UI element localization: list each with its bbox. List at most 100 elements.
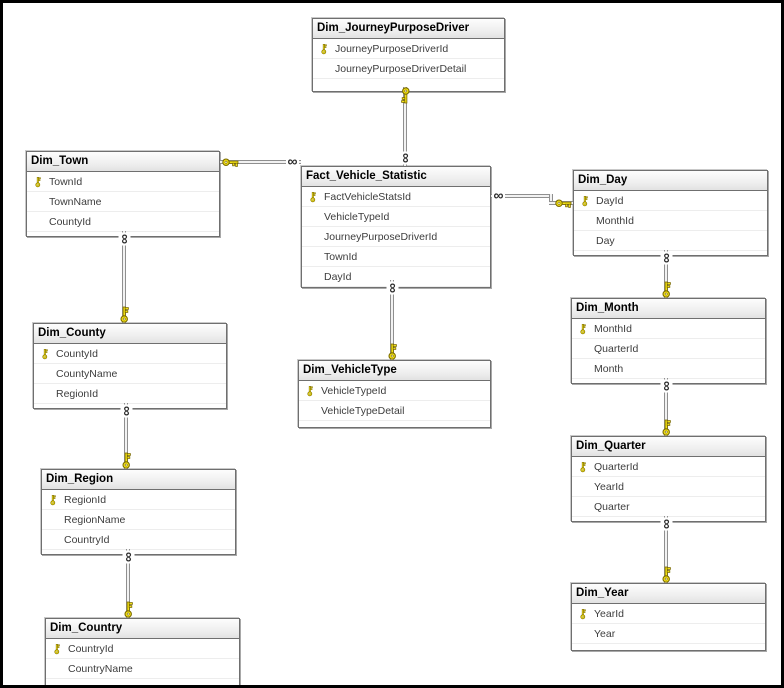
column-row[interactable]: MonthId <box>572 319 765 339</box>
many-end-infinity-icon: ∞ <box>117 232 134 246</box>
column-row[interactable]: MonthId <box>574 211 767 231</box>
column-row[interactable]: Day <box>574 231 767 251</box>
primary-key-icon <box>46 639 68 658</box>
one-end-key-icon <box>662 419 671 436</box>
column-name: DayId <box>324 270 352 283</box>
relationship-line-fact-day[interactable] <box>491 194 553 198</box>
column-row[interactable]: CountryName <box>46 659 239 679</box>
column-name: CountryId <box>64 533 110 546</box>
table-dim-quarter[interactable]: Dim_Quarter QuarterId YearId Quarter <box>571 436 766 522</box>
table-blank-area <box>572 644 765 650</box>
relationship-line-fact-vehicletype[interactable] <box>390 280 394 360</box>
one-end-key-icon <box>662 281 671 298</box>
relationship-line-quarter-year[interactable] <box>664 516 668 583</box>
column-row[interactable]: JourneyPurposeDriverDetail <box>313 59 504 79</box>
column-row[interactable]: Quarter <box>572 497 765 517</box>
column-row[interactable]: TownName <box>27 192 219 212</box>
column-name: CountyId <box>49 215 92 228</box>
one-end-key-icon <box>122 452 131 469</box>
table-header[interactable]: Dim_Day <box>574 171 767 191</box>
column-name: CountryName <box>68 662 133 675</box>
table-dim-town[interactable]: Dim_Town TownId TownName CountyId <box>26 151 220 237</box>
column-row[interactable]: DayId <box>574 191 767 211</box>
table-header[interactable]: Dim_Region <box>42 470 235 490</box>
column-row[interactable]: FactVehicleStatsId <box>302 187 490 207</box>
primary-key-icon <box>572 604 594 623</box>
column-row[interactable]: CountyId <box>34 344 226 364</box>
column-row[interactable]: Year <box>572 624 765 644</box>
column-row[interactable]: RegionId <box>42 490 235 510</box>
column-name: JourneyPurposeDriverId <box>324 230 438 243</box>
column-name: QuarterId <box>594 460 639 473</box>
many-end-infinity-icon: ∞ <box>398 151 415 165</box>
column-row[interactable]: CountryId <box>46 639 239 659</box>
column-row[interactable]: RegionName <box>42 510 235 530</box>
table-header[interactable]: Dim_Year <box>572 584 765 604</box>
table-dim-country[interactable]: Dim_Country CountryId CountryName <box>45 618 240 685</box>
primary-key-icon <box>574 191 596 210</box>
column-row[interactable]: JourneyPurposeDriverId <box>313 39 504 59</box>
column-name: TownId <box>49 175 83 188</box>
one-end-key-icon <box>555 199 572 208</box>
table-header[interactable]: Dim_JourneyPurposeDriver <box>313 19 504 39</box>
primary-key-icon <box>27 172 49 191</box>
column-name: JourneyPurposeDriverId <box>335 42 449 55</box>
many-end-infinity-icon: ∞ <box>121 550 138 564</box>
table-dim-month[interactable]: Dim_Month MonthId QuarterId Month <box>571 298 766 384</box>
column-row[interactable]: CountryId <box>42 530 235 550</box>
relationship-line-day-month[interactable] <box>664 250 668 298</box>
table-dim-vehicletype[interactable]: Dim_VehicleType VehicleTypeId VehicleTyp… <box>298 360 491 428</box>
one-end-key-icon <box>388 343 397 360</box>
relationship-line-county-region[interactable] <box>124 403 128 469</box>
table-dim-year[interactable]: Dim_Year YearId Year <box>571 583 766 651</box>
column-row[interactable]: YearId <box>572 604 765 624</box>
column-row[interactable]: TownId <box>302 247 490 267</box>
column-row[interactable]: Month <box>572 359 765 379</box>
table-header[interactable]: Dim_Quarter <box>572 437 765 457</box>
column-name: VehicleTypeId <box>324 210 390 223</box>
table-header[interactable]: Dim_Country <box>46 619 239 639</box>
primary-key-icon <box>42 490 64 509</box>
column-row[interactable]: VehicleTypeId <box>302 207 490 227</box>
table-dim-day[interactable]: Dim_Day DayId MonthId Day <box>573 170 768 256</box>
table-dim-county[interactable]: Dim_County CountyId CountyName RegionId <box>33 323 227 409</box>
table-fact-vehicle-statistic[interactable]: Fact_Vehicle_Statistic FactVehicleStatsI… <box>301 166 491 288</box>
table-header[interactable]: Fact_Vehicle_Statistic <box>302 167 490 187</box>
column-name: Month <box>594 362 624 375</box>
column-row[interactable]: JourneyPurposeDriverId <box>302 227 490 247</box>
table-dim-journeypurposedriver[interactable]: Dim_JourneyPurposeDriver JourneyPurposeD… <box>312 18 505 92</box>
table-dim-region[interactable]: Dim_Region RegionId RegionName CountryId <box>41 469 236 555</box>
primary-key-icon <box>34 344 56 363</box>
relationship-line-region-country[interactable] <box>126 549 130 618</box>
column-name: FactVehicleStatsId <box>324 190 411 203</box>
column-row[interactable]: CountyName <box>34 364 226 384</box>
relationship-line-fact-day[interactable] <box>549 194 553 205</box>
table-header[interactable]: Dim_Town <box>27 152 219 172</box>
relationship-line-jpd-fact[interactable] <box>403 87 407 166</box>
column-name: TownId <box>324 250 358 263</box>
column-row[interactable]: VehicleTypeDetail <box>299 401 490 421</box>
column-row[interactable]: YearId <box>572 477 765 497</box>
column-row[interactable]: QuarterId <box>572 339 765 359</box>
one-end-key-icon <box>662 566 671 583</box>
column-name: JourneyPurposeDriverDetail <box>335 62 467 75</box>
column-name: YearId <box>594 607 624 620</box>
column-name: CountyId <box>56 347 99 360</box>
relationship-line-town-county[interactable] <box>122 231 126 323</box>
one-end-key-icon <box>222 158 239 167</box>
column-name: DayId <box>596 194 624 207</box>
column-row[interactable]: VehicleTypeId <box>299 381 490 401</box>
column-row[interactable]: QuarterId <box>572 457 765 477</box>
table-header[interactable]: Dim_VehicleType <box>299 361 490 381</box>
many-end-infinity-icon: ∞ <box>385 281 402 295</box>
column-name: MonthId <box>596 214 634 227</box>
table-header[interactable]: Dim_Month <box>572 299 765 319</box>
column-row[interactable]: TownId <box>27 172 219 192</box>
relationship-line-town-fact[interactable] <box>220 160 301 164</box>
column-row[interactable]: RegionId <box>34 384 226 404</box>
column-name: Day <box>596 234 615 247</box>
column-row[interactable]: CountyId <box>27 212 219 232</box>
many-end-infinity-icon: ∞ <box>492 187 505 203</box>
table-header[interactable]: Dim_County <box>34 324 226 344</box>
relationship-line-month-quarter[interactable] <box>664 378 668 436</box>
